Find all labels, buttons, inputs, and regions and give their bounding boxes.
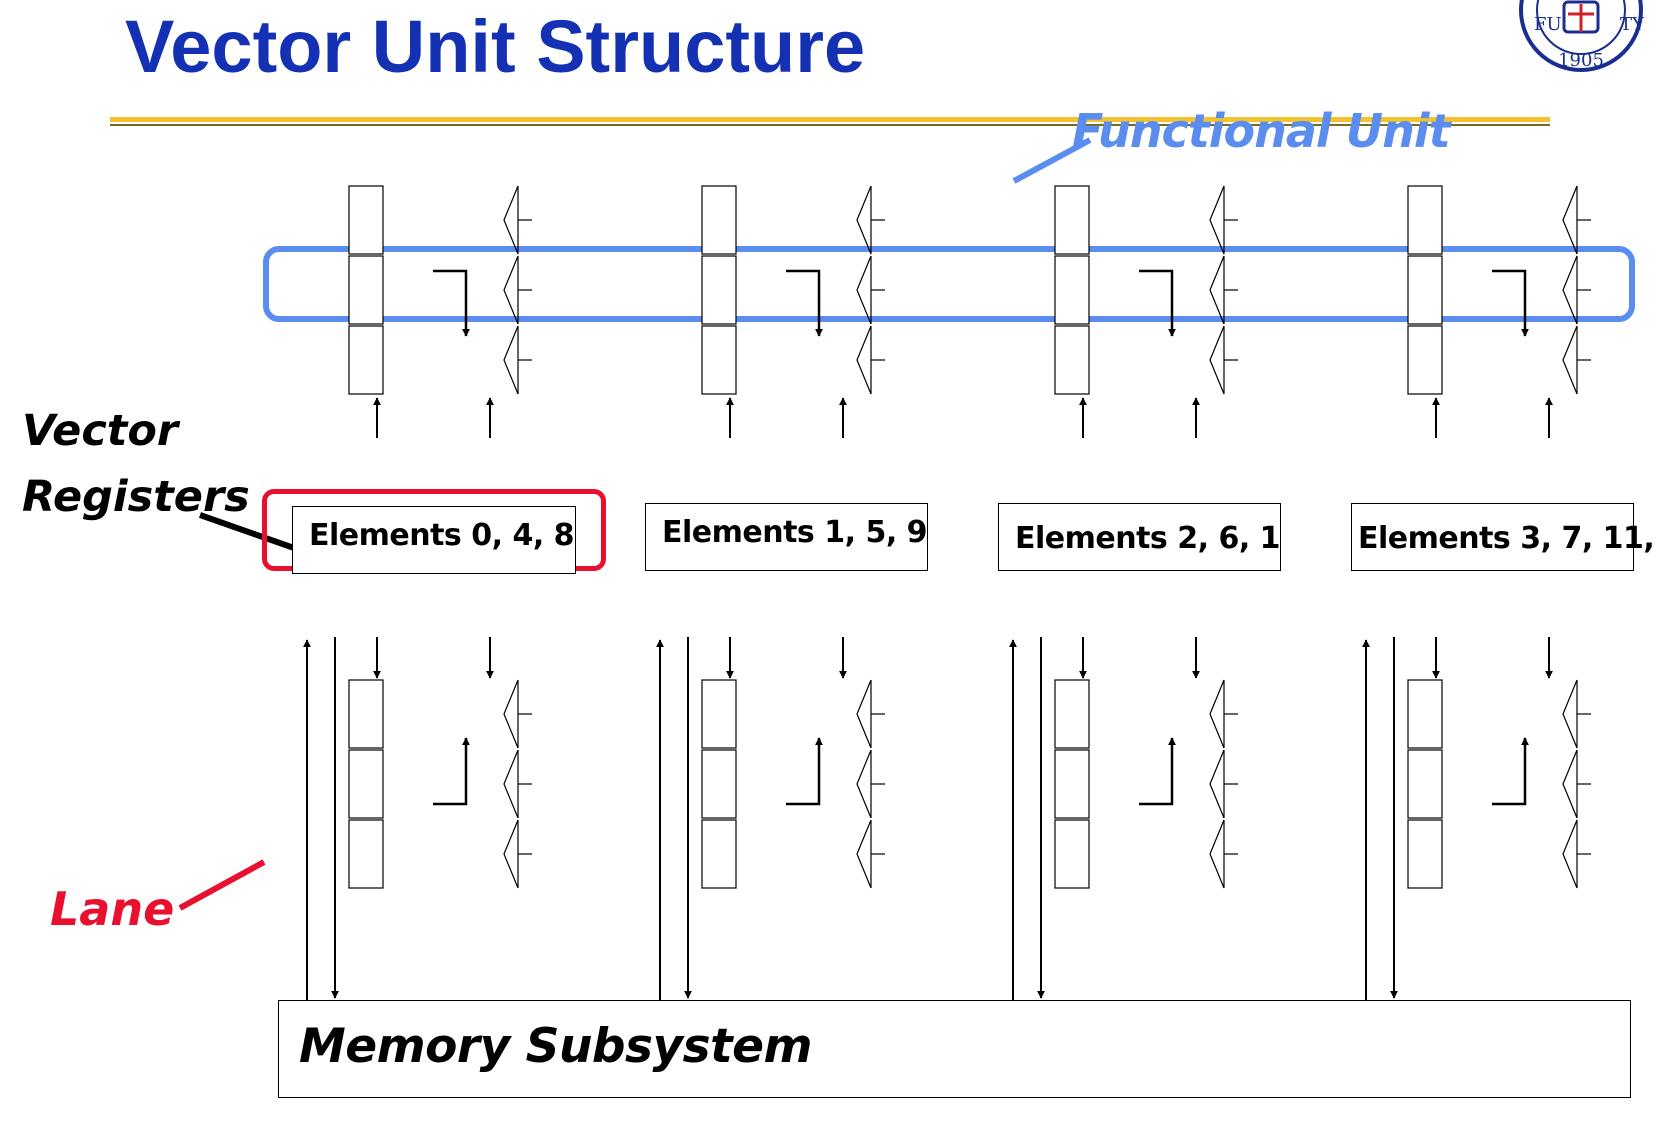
slide-title: Vector Unit Structure <box>125 5 866 88</box>
lane-0-top-pipe-reg-1 <box>348 255 384 325</box>
lane-1-top-pipe-reg-2 <box>701 325 737 395</box>
vector-register-elements-0: Elements 0, 4, 8, … <box>309 518 575 553</box>
vector-register-lane-3: Elements 3, 7, 11, … <box>1351 503 1658 571</box>
lane-0-top-feedback-arrow <box>433 269 470 337</box>
lane-label: Lane <box>50 882 175 936</box>
memory-subsystem-label: Memory Subsystem <box>299 1019 812 1074</box>
lane-0-top-stage-2 <box>503 325 519 395</box>
lane-3-bottom-pipe-reg-2 <box>1407 819 1443 889</box>
lane-3-top-pipe-reg-2 <box>1407 325 1443 395</box>
lane-1-top-pipe-reg-0 <box>701 185 737 255</box>
memory-subsystem-box: Memory Subsystem <box>278 1000 1631 1098</box>
lane-pointer <box>178 859 266 911</box>
lane-2-top-stage-2 <box>1209 325 1225 395</box>
lane-0-top-pipe-reg-0 <box>348 185 384 255</box>
lane-3-bottom-feedback-arrow <box>1492 737 1529 806</box>
lane-3-top-pipe-reg-0 <box>1407 185 1443 255</box>
lane-1-top-stage-1 <box>856 255 872 325</box>
lane-1-top-pipe-reg-1 <box>701 255 737 325</box>
vector-registers-label: Vector Registers <box>22 398 252 530</box>
lane-2-bottom-pipe-reg-2 <box>1054 819 1090 889</box>
lane-3-top-pipe-reg-1 <box>1407 255 1443 325</box>
functional-unit-pointer <box>1012 137 1092 184</box>
lane-1-top-feedback-arrow <box>786 269 823 337</box>
vector-register-lane-1: Elements 1, 5, 9, … <box>645 503 928 571</box>
lane-0-bottom-pipe-reg-2 <box>348 819 384 889</box>
lane-2-bottom-pipe-reg-0 <box>1054 679 1090 749</box>
lane-1-bottom-pipe-reg-1 <box>701 749 737 819</box>
lane-2-bottom-stage-2 <box>1209 819 1225 889</box>
lane-3-top-stage-2 <box>1562 325 1578 395</box>
title-rule-dark <box>110 124 1550 126</box>
lane-3-top-stage-1 <box>1562 255 1578 325</box>
lane-0-bottom-stage-2 <box>503 819 519 889</box>
lane-2-top-pipe-reg-2 <box>1054 325 1090 395</box>
lane-1-bottom-pipe-reg-2 <box>701 819 737 889</box>
university-seal-icon: 1905 FU TY <box>1516 0 1646 80</box>
lane-0-bottom-pipe-reg-0 <box>348 679 384 749</box>
lane-2-bottom-stage-1 <box>1209 749 1225 819</box>
vector-registers-text: Vector Registers <box>22 406 250 522</box>
lane-2-top-pipe-reg-0 <box>1054 185 1090 255</box>
lane-2-top-feedback-arrow <box>1139 269 1176 337</box>
lane-1-bottom-feedback-arrow <box>786 737 823 806</box>
lane-2-bottom-feedback-arrow <box>1139 737 1176 806</box>
lane-1-bottom-stage-2 <box>856 819 872 889</box>
lane-0-bottom-stage-1 <box>503 749 519 819</box>
lane-0-top-pipe-reg-2 <box>348 325 384 395</box>
seal-year: 1905 <box>1558 50 1604 71</box>
lane-3-top-feedback-arrow <box>1492 269 1529 337</box>
lane-3-bottom-stage-2 <box>1562 819 1578 889</box>
lane-0-bottom-pipe-reg-1 <box>348 749 384 819</box>
lane-1-bottom-stage-1 <box>856 749 872 819</box>
functional-unit-label: Functional Unit <box>1072 104 1451 158</box>
lane-0-top-stage-0 <box>503 185 519 255</box>
vector-register-elements-3: Elements 3, 7, 11, … <box>1358 521 1658 556</box>
lane-3-bottom-pipe-reg-1 <box>1407 749 1443 819</box>
lane-2-bottom-stage-0 <box>1209 679 1225 749</box>
lane-0-bottom-feedback-arrow <box>433 737 470 806</box>
lane-1-top-stage-0 <box>856 185 872 255</box>
title-rule-gold <box>110 117 1550 122</box>
svg-text:TY: TY <box>1620 14 1645 35</box>
lane-3-top-stage-0 <box>1562 185 1578 255</box>
lane-3-bottom-stage-0 <box>1562 679 1578 749</box>
lane-3-bottom-pipe-reg-0 <box>1407 679 1443 749</box>
vector-register-lane-2: Elements 2, 6, 10, … <box>998 503 1281 571</box>
vector-register-elements-1: Elements 1, 5, 9, … <box>662 515 928 550</box>
vector-registers-pointer <box>199 512 295 551</box>
lane-1-top-stage-2 <box>856 325 872 395</box>
lane-0-top-stage-1 <box>503 255 519 325</box>
lane-2-top-pipe-reg-1 <box>1054 255 1090 325</box>
vector-register-elements-2: Elements 2, 6, 10, … <box>1015 521 1281 556</box>
lane-1-bottom-stage-0 <box>856 679 872 749</box>
lane-0-bottom-stage-0 <box>503 679 519 749</box>
lane-2-bottom-pipe-reg-1 <box>1054 749 1090 819</box>
svg-text:FU: FU <box>1534 14 1562 35</box>
vector-register-lane-0: Elements 0, 4, 8, … <box>292 506 576 574</box>
lane-2-top-stage-1 <box>1209 255 1225 325</box>
lane-3-bottom-stage-1 <box>1562 749 1578 819</box>
functional-unit-highlight <box>263 246 1635 322</box>
lane-2-top-stage-0 <box>1209 185 1225 255</box>
lane-1-bottom-pipe-reg-0 <box>701 679 737 749</box>
